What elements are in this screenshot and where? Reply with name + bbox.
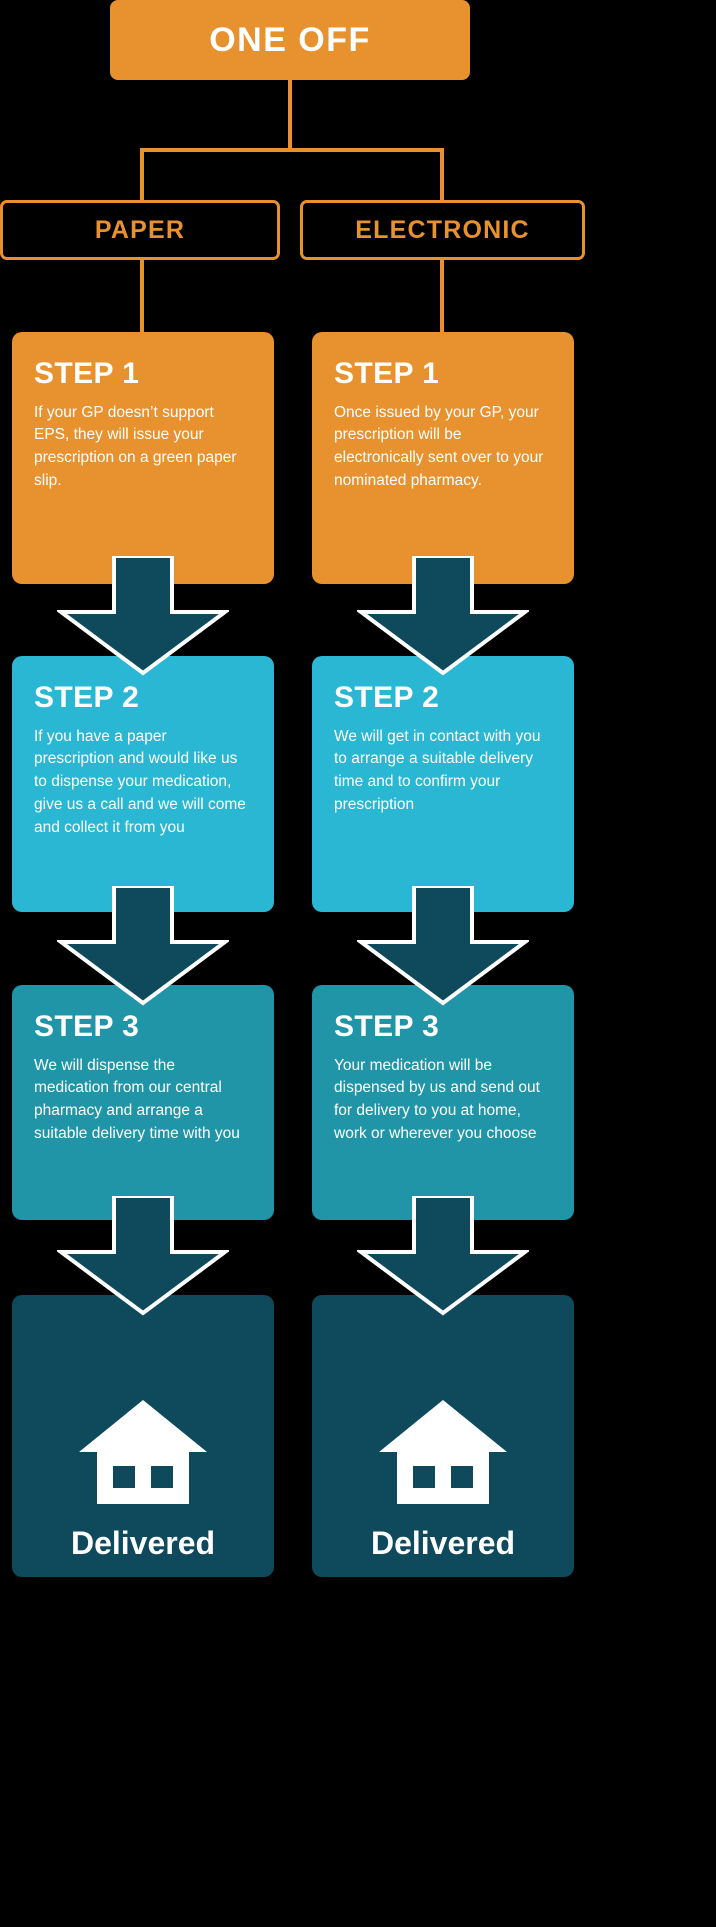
paper-step-3-card[interactable]: STEP 3 We will dispense the medication f… [12, 985, 274, 1220]
paper-step-1-card[interactable]: STEP 1 If your GP doesn’t support EPS, t… [12, 332, 274, 584]
electronic-step-1-title: STEP 1 [334, 357, 440, 390]
branch-box-electronic[interactable]: ELECTRONIC [300, 200, 585, 260]
paper-step-1-body: If your GP doesn’t support EPS, they wil… [34, 403, 237, 490]
connector-main-vertical [288, 80, 292, 150]
connector-horizontal-split [140, 148, 444, 152]
arrow-electronic-step2-to-step3 [357, 886, 529, 1006]
branch-box-paper[interactable]: PAPER [0, 200, 280, 260]
paper-step-2-title: STEP 2 [34, 681, 140, 714]
paper-delivered-label: Delivered [70, 1525, 216, 1561]
electronic-step-2-body: We will get in contact with you to arran… [334, 727, 541, 814]
electronic-step-3-title: STEP 3 [334, 1010, 440, 1043]
house-icon [377, 1396, 509, 1513]
branch-label-paper: PAPER [94, 215, 186, 244]
electronic-step-2-title: STEP 2 [334, 681, 440, 714]
connector-left-to-step1 [140, 258, 144, 336]
arrow-paper-step1-to-step2 [57, 556, 229, 676]
paper-step-1-title: STEP 1 [34, 357, 140, 390]
electronic-step-1-body: Once issued by your GP, your prescriptio… [334, 403, 544, 490]
paper-step-2-card[interactable]: STEP 2 If you have a paper prescription … [12, 656, 274, 912]
connector-left-down [140, 148, 144, 204]
one-off-header-box: ONE OFF [110, 0, 470, 80]
electronic-step-2-card[interactable]: STEP 2 We will get in contact with you t… [312, 656, 574, 912]
paper-step-2-body: If you have a paper prescription and wou… [34, 727, 246, 837]
arrow-electronic-step3-to-delivered [357, 1196, 529, 1316]
electronic-step-3-body: Your medication will be dispensed by us … [334, 1056, 540, 1143]
electronic-step-1-card[interactable]: STEP 1 Once issued by your GP, your pres… [312, 332, 574, 584]
electronic-delivered-card[interactable]: Delivered [312, 1295, 574, 1577]
arrow-paper-step2-to-step3 [57, 886, 229, 1006]
one-off-title: ONE OFF [209, 21, 371, 59]
arrow-paper-step3-to-delivered [57, 1196, 229, 1316]
electronic-delivered-label: Delivered [370, 1525, 516, 1561]
paper-delivered-card[interactable]: Delivered [12, 1295, 274, 1577]
electronic-step-3-card[interactable]: STEP 3 Your medication will be dispensed… [312, 985, 574, 1220]
house-icon [77, 1396, 209, 1513]
connector-right-to-step1 [440, 258, 444, 336]
paper-step-3-title: STEP 3 [34, 1010, 140, 1043]
branch-label-electronic: ELECTRONIC [355, 215, 530, 244]
paper-step-3-body: We will dispense the medication from our… [34, 1056, 240, 1143]
arrow-electronic-step1-to-step2 [357, 556, 529, 676]
connector-right-down [440, 148, 444, 204]
